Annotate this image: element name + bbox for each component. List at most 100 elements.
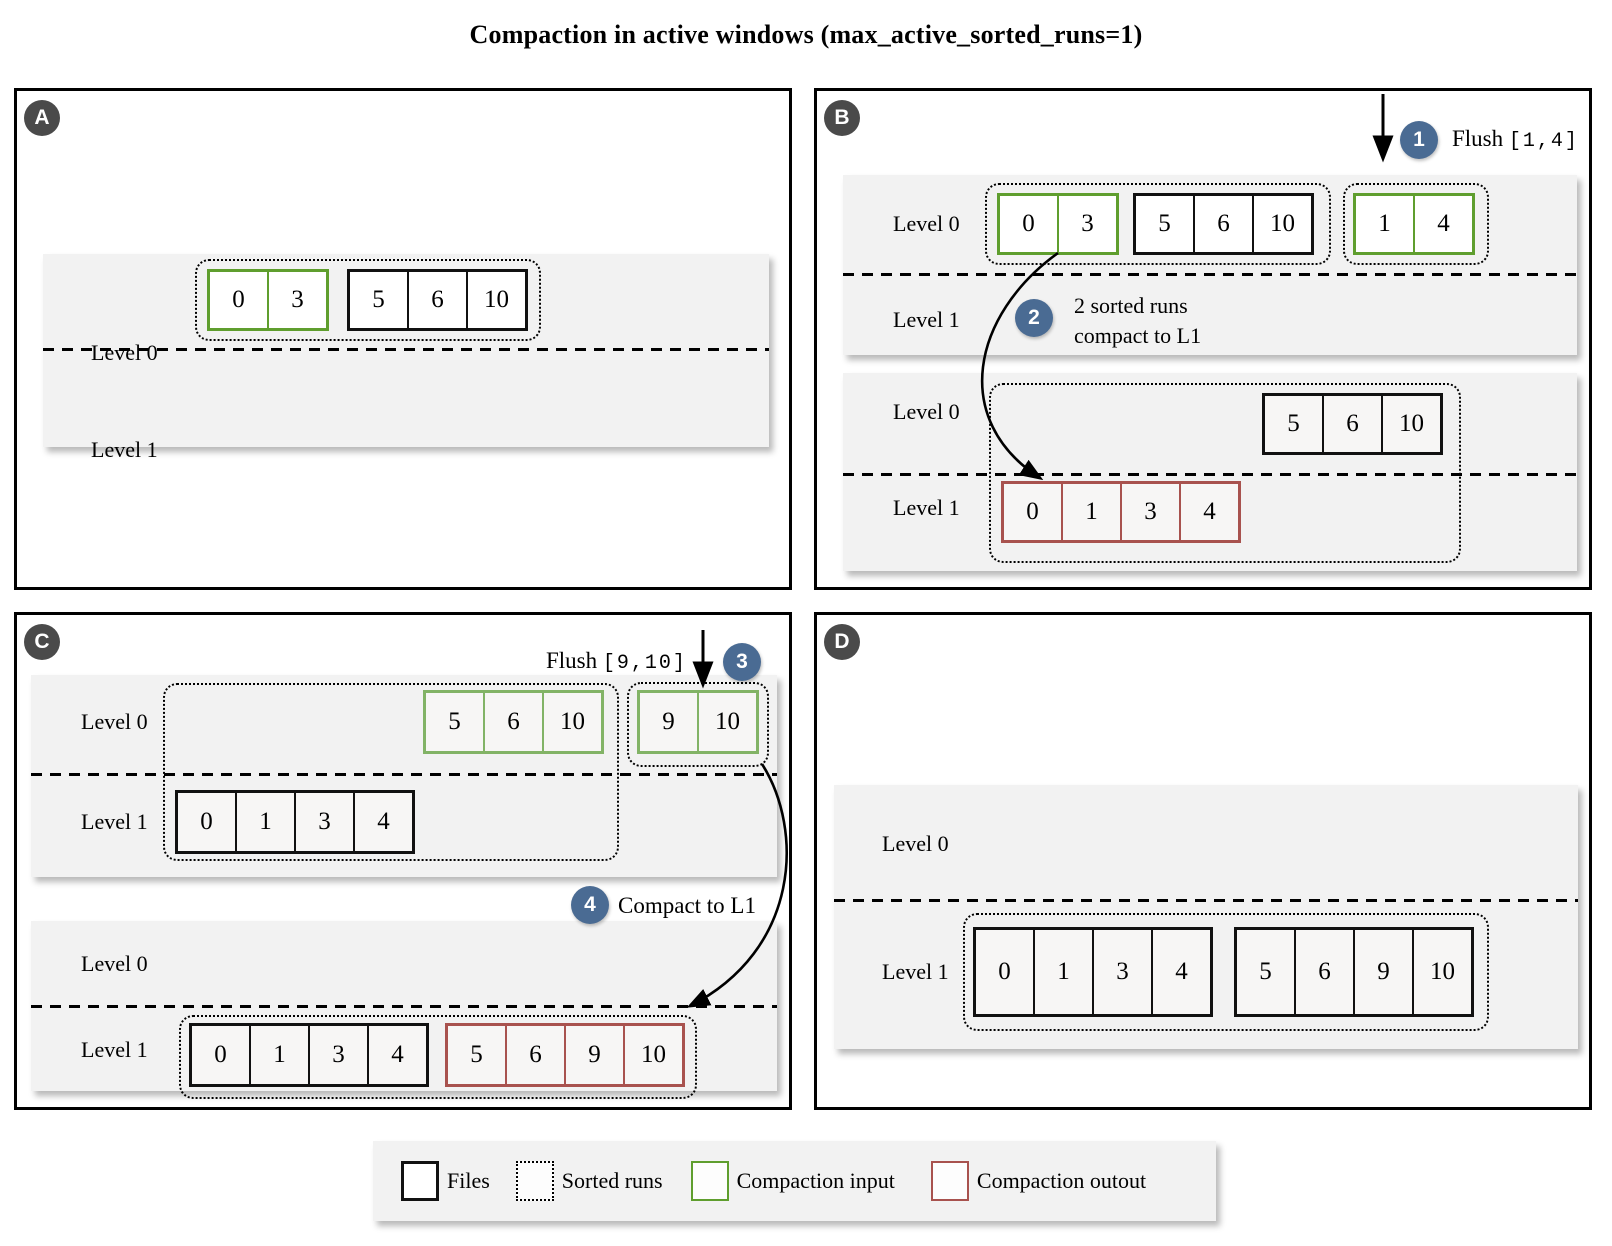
level-separator (43, 348, 769, 351)
file-cell: 3 (308, 1026, 367, 1084)
file-cell: 9 (662, 708, 675, 735)
file-cell: 6 (505, 1026, 564, 1084)
file-cell: 1 (235, 793, 294, 851)
level0-label: Level 0 (81, 951, 148, 976)
level0-label: Level 0 (91, 340, 158, 365)
level1-label: Level 1 (893, 495, 960, 520)
flush-annotation-1: Flush [1,4] (1452, 126, 1579, 153)
file-cell: 4 (367, 1026, 426, 1084)
flush-action-label: Flush (546, 648, 598, 673)
file-cell: 3 (1120, 484, 1179, 540)
file-cell: 10 (1252, 196, 1311, 252)
file-cell: 5 (1259, 958, 1272, 985)
file-cell: 5 (470, 1041, 483, 1068)
file-cell: 0 (232, 286, 245, 313)
file-cell: 10 (623, 1026, 682, 1084)
flush-range-value: [1,4] (1508, 130, 1579, 153)
file-cell: 5 (372, 286, 385, 313)
file-cell: 0 (1022, 210, 1035, 237)
legend: Files Sorted runs Compaction input Compa… (373, 1141, 1216, 1221)
legend-item-compaction-input: Compaction input (690, 1161, 895, 1201)
file-cell: 1 (1033, 930, 1092, 1014)
file-cell: 0 (1026, 498, 1039, 525)
step-circle-4: 4 (571, 886, 609, 924)
file-cell: 10 (1381, 396, 1440, 452)
file-cell: 0 (998, 958, 1011, 985)
file-cell: 6 (1294, 930, 1353, 1014)
file-cell: 4 (1151, 930, 1210, 1014)
level1-label: Level 1 (893, 307, 960, 332)
file-cell: 10 (466, 272, 525, 328)
file-cell: 4 (353, 793, 412, 851)
compaction-output-swatch-icon (930, 1161, 969, 1201)
file-cell: 0 (214, 1041, 227, 1068)
step-circle-2: 2 (1015, 299, 1053, 337)
level-separator (843, 273, 1577, 276)
flush-action-label: Flush (1452, 126, 1504, 151)
panel-badge-b: B (824, 100, 860, 136)
sorted-run-outline-spanning (163, 683, 619, 861)
file-cell: 5 (448, 708, 461, 735)
file-cell: 3 (294, 793, 353, 851)
level0-label: Level 0 (882, 831, 949, 856)
sorted-run-outline (985, 183, 1331, 265)
file-cell: 3 (267, 272, 326, 328)
legend-item-files: Files (401, 1161, 490, 1201)
flush-annotation-3: Flush [9,10] (546, 648, 687, 675)
panel-badge-c: C (24, 624, 60, 660)
file-cell: 10 (697, 693, 756, 751)
file-cell: 3 (1057, 196, 1116, 252)
level0-label: Level 0 (81, 709, 148, 734)
file-cell: 5 (1287, 410, 1300, 437)
file-cell: 6 (1193, 196, 1252, 252)
files-swatch-icon (401, 1161, 439, 1201)
file-cell: 10 (1412, 930, 1471, 1014)
step-circle-3: 3 (723, 643, 761, 681)
file-cell: 6 (1322, 396, 1381, 452)
level-separator (834, 899, 1578, 902)
level1-label: Level 1 (81, 1037, 148, 1062)
legend-label-sorted-runs: Sorted runs (561, 1168, 663, 1193)
sorted-run-outline (179, 1015, 697, 1099)
sorted-run-outline (195, 259, 541, 341)
file-cell: 6 (483, 693, 542, 751)
level0-label: Level 0 (893, 399, 960, 424)
step-circle-1: 1 (1400, 121, 1438, 159)
file-cell: 1 (1378, 210, 1391, 237)
file-cell: 3 (1092, 930, 1151, 1014)
level-separator (31, 773, 777, 776)
compact-annotation-line1: 2 sorted runs (1074, 293, 1188, 318)
file-cell: 4 (1179, 484, 1238, 540)
file-cell: 9 (564, 1026, 623, 1084)
sorted-run-outline-flushed (1343, 183, 1489, 265)
file-cell: 6 (407, 272, 466, 328)
sorted-runs-swatch-icon (515, 1161, 554, 1201)
level-separator (31, 1005, 777, 1008)
compact-annotation-2: 2 sorted runs compact to L1 (1074, 291, 1201, 351)
file-cell: 9 (1353, 930, 1412, 1014)
level1-label: Level 1 (81, 809, 148, 834)
file-cell: 10 (542, 693, 601, 751)
legend-label-compaction-output: Compaction outout (976, 1168, 1147, 1193)
file-cell: 5 (1158, 210, 1171, 237)
file-cell: 0 (200, 808, 213, 835)
